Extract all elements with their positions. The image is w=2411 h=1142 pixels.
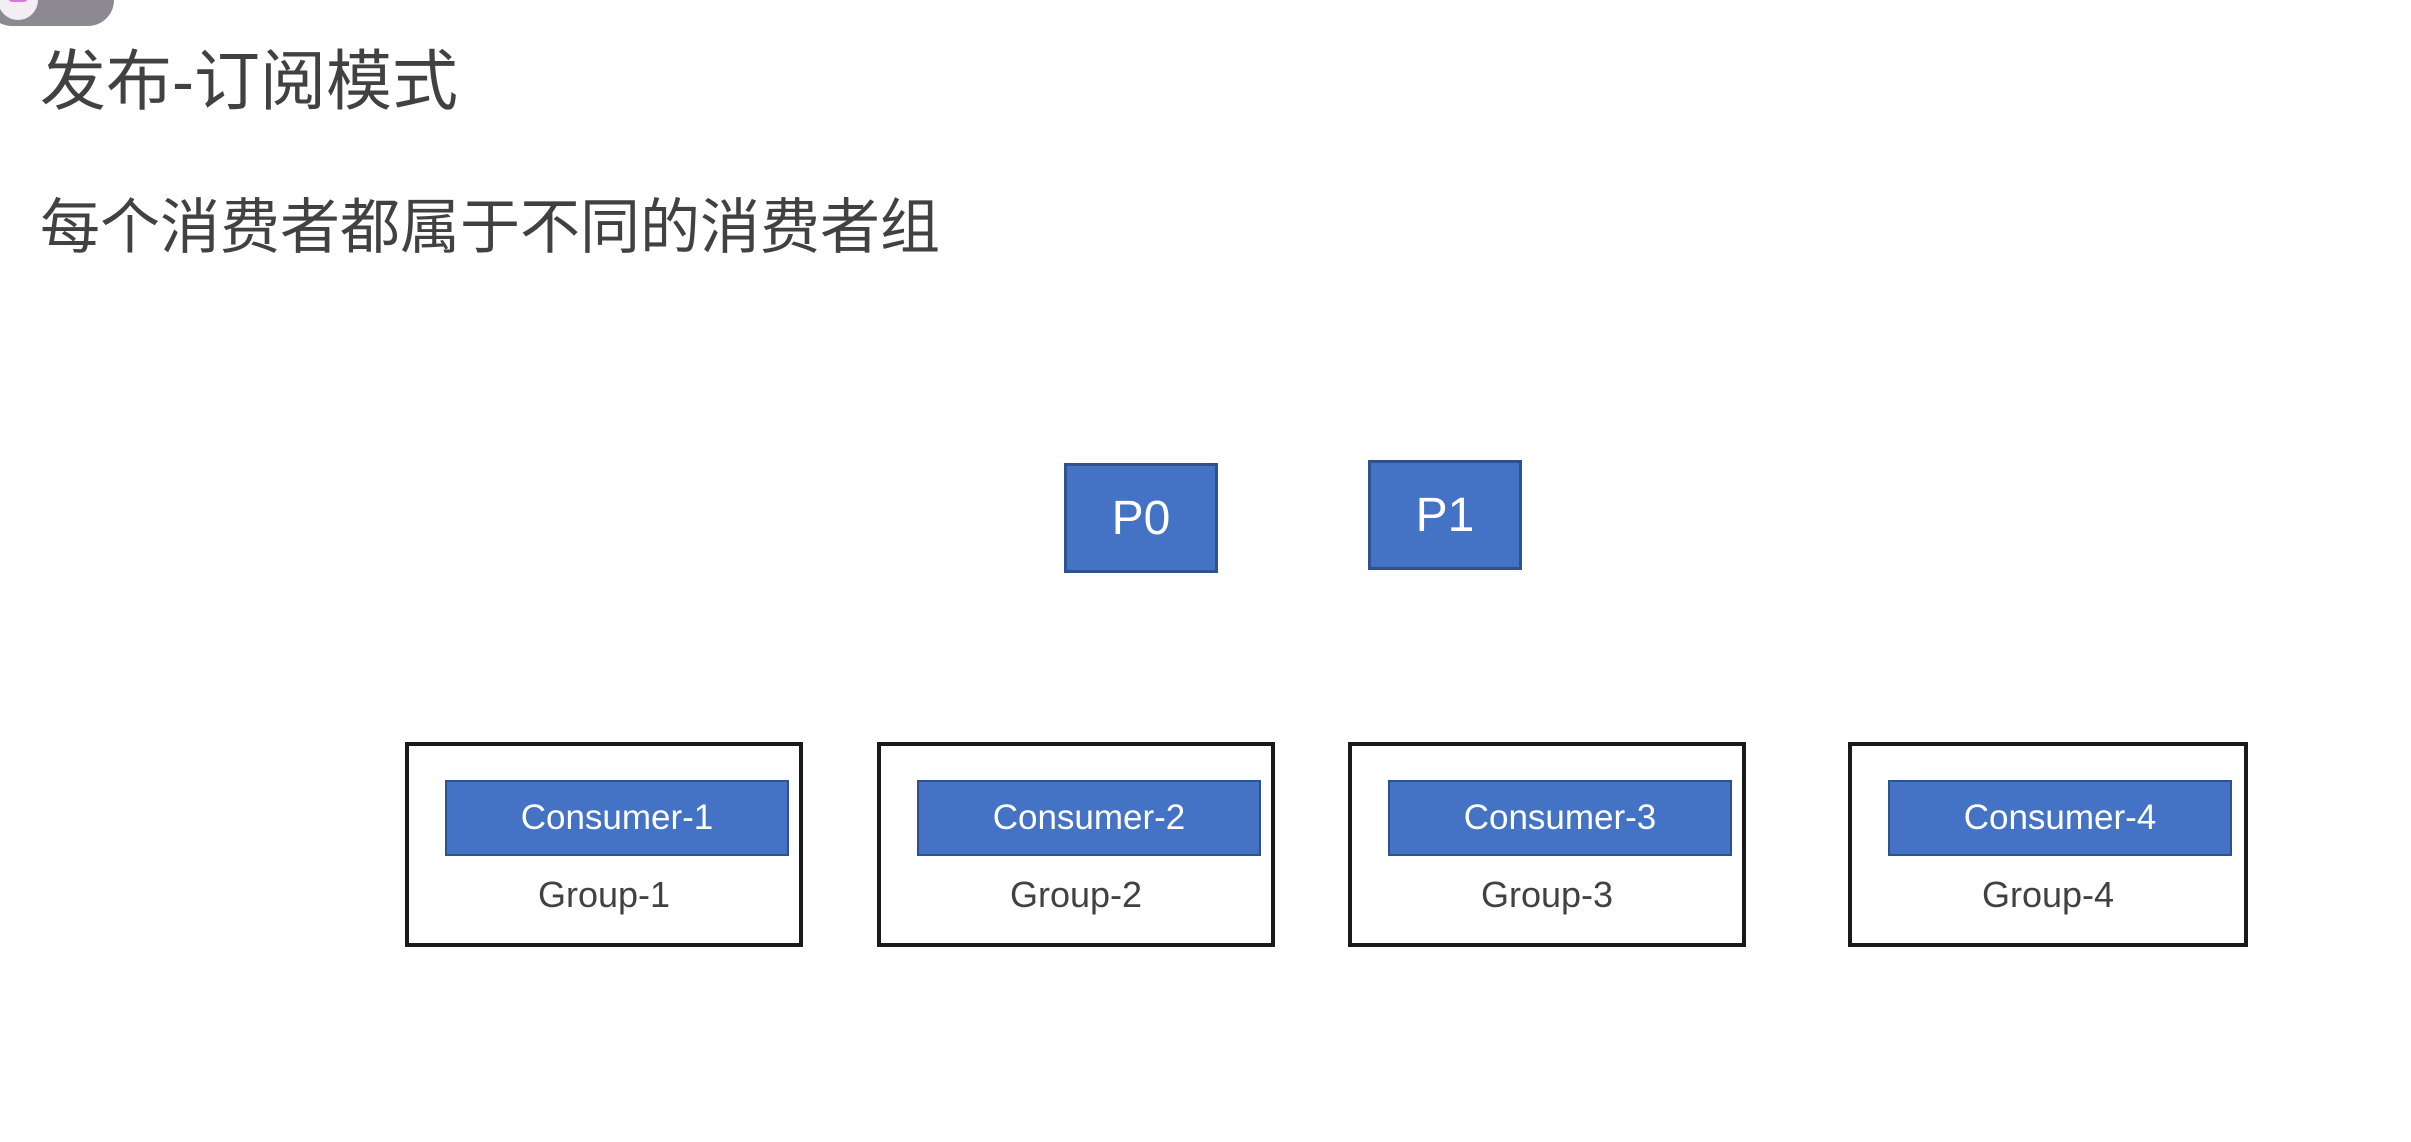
group-label-4: Group-4: [1981, 874, 2115, 915]
page-subtitle: 每个消费者都属于不同的消费者组: [40, 194, 940, 261]
group-label-2: Group-2: [1009, 874, 1143, 915]
consumer-group-box-2: Consumer-2 Group-2: [877, 742, 1275, 947]
consumer-group-box-3: Consumer-3 Group-3: [1348, 742, 1746, 947]
group-label-1: Group-1: [537, 874, 671, 915]
page-title: 发布-订阅模式: [40, 44, 458, 118]
consumer-box-4: Consumer-4: [1888, 780, 2232, 856]
group-label-3: Group-3: [1480, 874, 1614, 915]
consumer-box-3: Consumer-3: [1388, 780, 1732, 856]
consumer-group-box-4: Consumer-4 Group-4: [1848, 742, 2248, 947]
video-overlay-badge[interactable]: ··· ···: [0, 0, 114, 26]
consumer-box-2: Consumer-2: [917, 780, 1261, 856]
avatar-mark-icon: [7, 0, 29, 2]
consumer-group-box-1: Consumer-1 Group-1: [405, 742, 803, 947]
avatar-circle-icon: [0, 0, 38, 20]
overlay-badge-label: ··· ···: [48, 0, 98, 8]
partition-box-p1: P1: [1368, 460, 1522, 570]
consumer-box-1: Consumer-1: [445, 780, 789, 856]
partition-box-p0: P0: [1064, 463, 1218, 573]
